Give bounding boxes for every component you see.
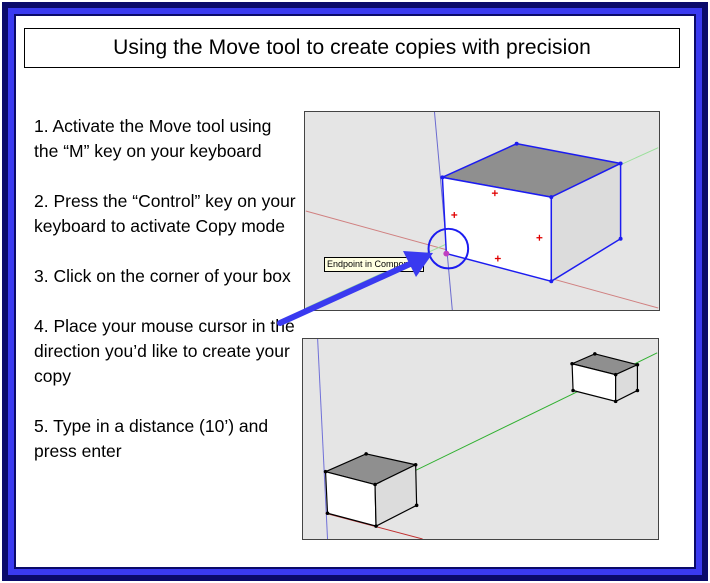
blue-axis	[317, 339, 329, 539]
screenshot-move-tool-selection: Endpoint in Component	[304, 111, 660, 311]
highlight-circle	[427, 227, 470, 270]
step-3: 3. Click on the corner of your box	[34, 266, 291, 286]
copy-result-viewport	[317, 339, 658, 539]
title-box: Using the Move tool to create copies wit…	[24, 28, 680, 68]
endpoint-tooltip: Endpoint in Component	[324, 257, 425, 272]
screenshot-copy-result	[302, 338, 659, 540]
steps-list: 1. Activate the Move tool using the “M” …	[34, 114, 299, 489]
page-title: Using the Move tool to create copies wit…	[113, 36, 591, 59]
step-4: 4. Place your mouse cursor in the direct…	[34, 316, 295, 386]
box-selection-viewport	[305, 112, 659, 310]
move-grips	[451, 190, 543, 262]
endpoint-marker	[443, 250, 450, 257]
step-2: 2. Press the “Control” key on your keybo…	[34, 191, 296, 236]
blue-axis	[433, 112, 453, 310]
step-5: 5. Type in a distance (10’) and press en…	[34, 416, 269, 461]
step-1: 1. Activate the Move tool using the “M” …	[34, 116, 272, 161]
